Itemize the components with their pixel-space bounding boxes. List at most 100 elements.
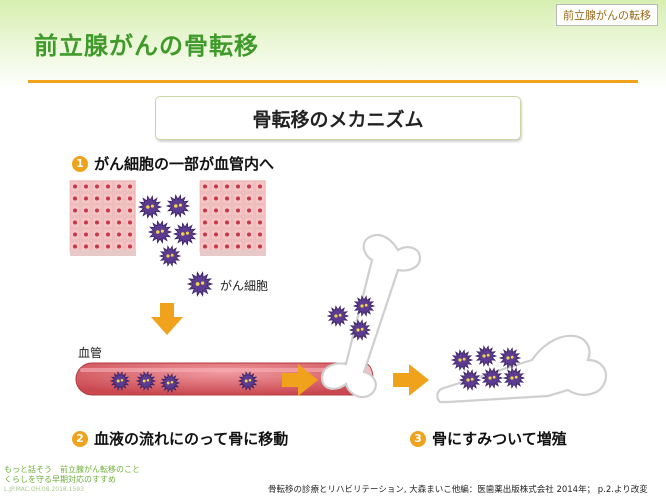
tissue-cell [102,228,114,241]
tissue-cell [124,192,136,205]
cancer-cell-icon [186,271,214,297]
footer-code: L.JP.MAC.OH.08.2018.1593 [4,486,84,493]
blood-vessel-label: 血管 [78,346,103,360]
tissue-cell [243,228,255,241]
cancer-cell [480,367,504,389]
tissue-cell [80,216,92,229]
tissue-cell [210,192,222,205]
tissue-cell [113,204,125,217]
cancer-cell [237,371,259,391]
tissue-cell [221,216,233,229]
cancer-cell [458,369,482,391]
cancer-cell [172,222,198,246]
step-3: 3 骨にすみついて増殖 [410,428,567,449]
tissue-cell [102,180,114,193]
tissue-cell [199,192,211,205]
tissue-cell [91,228,103,241]
mechanism-title-box: 骨転移のメカニズム [155,96,521,140]
tissue-cell [210,228,222,241]
tissue-cell [91,216,103,229]
tissue-cell [113,216,125,229]
mechanism-title: 骨転移のメカニズム [252,108,424,131]
cancer-cell [158,245,182,267]
tissue-cell [210,204,222,217]
tissue-cell [243,216,255,229]
cancer-cell [474,345,498,367]
citation: 骨転移の診療とリハビリテーション, 大森まいこ他編：医歯薬出版株式会社 2014… [268,485,648,495]
tissue-cell [124,228,136,241]
cancer-cell [450,349,474,371]
tissue-cell [232,204,244,217]
tissue-cell [232,216,244,229]
step-3-number-badge: 3 [410,430,426,447]
tissue-cell [80,192,92,205]
tissue-cell [199,228,211,241]
tissue-cell [80,228,92,241]
tissue-cell [113,228,125,241]
tissue-cell [221,204,233,217]
tissue-cell [69,180,81,193]
tissue-cell [124,180,136,193]
page-title: 前立腺がんの骨転移 [34,32,259,60]
section-tag: 前立腺がんの転移 [556,4,658,26]
tissue-wall-right [199,180,266,256]
cancer-cell [137,195,163,219]
cancer-cell [165,194,191,218]
bone-horizontal-icon [436,334,608,404]
tissue-cell [80,180,92,193]
tissue-cell [221,228,233,241]
cancer-cells-entering [137,194,198,267]
tissue-cell [254,228,266,241]
step-2: 2 血液の流れにのって骨に移動 [72,428,288,449]
tissue-cell [243,204,255,217]
cancer-cell-label: がん細胞 [220,279,269,293]
cancer-cell [348,319,372,341]
tissue-cell [102,192,114,205]
footer-line-1: もっと話そう 前立腺がん転移のこと [4,465,140,474]
step-1-number-badge: 1 [72,155,88,172]
cancer-cell [135,371,157,391]
cancer-cell [109,371,131,391]
tissue-cell [254,180,266,193]
tissue-cell [243,192,255,205]
step-2-number-badge: 2 [72,430,88,447]
tissue-cell [221,180,233,193]
tissue-cell [232,228,244,241]
cancer-cells-in-vessel [109,371,259,393]
tissue-cell [91,204,103,217]
tissue-cell [254,216,266,229]
step-1: 1 がん細胞の一部が血管内へ [72,153,274,174]
tissue-cell [199,204,211,217]
header-band [0,0,666,90]
down-arrow-icon [151,303,183,335]
tissue-cell [232,192,244,205]
cancer-cell [147,220,173,244]
tissue-cell [199,180,211,193]
cancer-cell [159,373,181,393]
tissue-cell [113,180,125,193]
tissue-cell [69,228,81,241]
cancer-cell [352,295,376,317]
tissue-cell [124,204,136,217]
right-arrow-icon [393,364,429,396]
tissue-cell [69,216,81,229]
footer-series-title: もっと話そう 前立腺がん転移のこと くらしを守る早期対応のすすめ L.JP.MA… [4,465,140,495]
step-2-label: 血液の流れにのって骨に移動 [94,430,289,448]
cancer-cell [186,271,214,297]
tissue-cell [102,204,114,217]
tissue-cell [80,204,92,217]
tissue-cell [69,204,81,217]
tissue-cell [254,192,266,205]
tissue-cell [69,192,81,205]
tissue-cell [210,216,222,229]
cancer-cells-proliferating [450,345,526,391]
tissue-cell [254,204,266,217]
step-3-label: 骨にすみついて増殖 [432,430,567,448]
cancer-cell [326,305,350,327]
cancer-cell [498,347,522,369]
tissue-cell [113,192,125,205]
tissue-wall-left [69,180,136,256]
footer-line-2: くらしを守る早期対応のすすめ [4,475,116,484]
tissue-cell [124,216,136,229]
